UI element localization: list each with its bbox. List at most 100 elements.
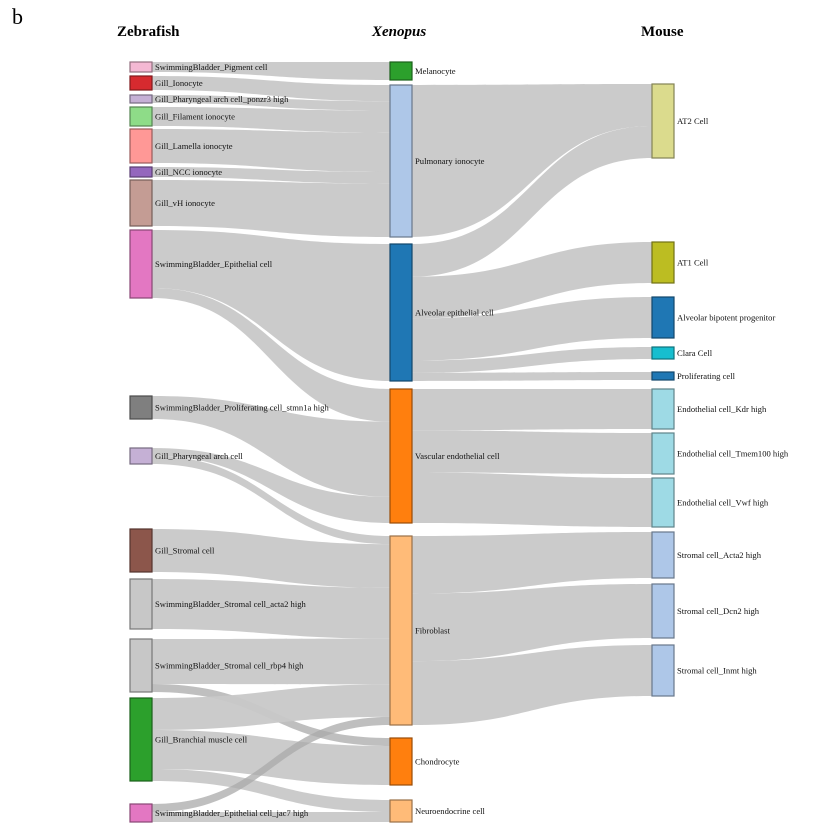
node-label-zf_sb_prolif: SwimmingBladder_Proliferating cell_stmn1… [155,403,329,413]
panel-letter: b [12,4,23,29]
node-mm_endo_vwf [651,477,675,528]
node-xe_pulmonary [389,84,413,238]
node-label-mm_clara: Clara Cell [677,348,713,358]
node-label-xe_pulmonary: Pulmonary ionocyte [415,156,485,166]
node-label-zf_stromal: Gill_Stromal cell [155,546,215,556]
node-label-mm_str_dcn2: Stromal cell_Dcn2 high [677,606,760,616]
node-label-mm_bipotent: Alveolar bipotent progenitor [677,313,775,323]
node-label-zf_vh: Gill_vH ionocyte [155,198,215,208]
node-label-zf_sb_rbp4: SwimmingBladder_Stromal cell_rbp4 high [155,661,304,671]
flow-link-zf_pigment-to-xe_melanocyte [152,62,390,80]
node-mm_bipotent [651,296,675,339]
flow-link-xe_pulmonary-to-mm_at2 [412,84,652,237]
node-mm_str_inmt [651,644,675,697]
node-label-mm_endo_kdr: Endothelial cell_Kdr high [677,404,767,414]
flow-link-xe_fibroblast-to-mm_str_acta2 [412,532,652,594]
flow-link-zf_sb_jac7-to-xe_fibroblast [152,716,390,812]
flow-link-zf_filament-to-xe_pulmonary [152,107,390,133]
node-zf_sb_epi [129,229,153,299]
node-mm_endo_tmem100 [651,432,675,475]
node-label-zf_sb_jac7: SwimmingBladder_Epithelial cell_jac7 hig… [155,808,309,818]
node-xe_alveolar [389,243,413,382]
node-label-xe_alveolar: Alveolar epithelial cell [415,308,494,318]
flow-link-zf_branchial-to-xe_neuroendo [152,769,390,812]
flow-link-zf_ionocyte-to-xe_pulmonary [152,76,390,102]
node-label-xe_vascular: Vascular endothelial cell [415,451,500,461]
flow-link-zf_vh-to-xe_pulmonary [152,180,390,237]
node-mm_endo_kdr [651,388,675,430]
node-zf_lamella [129,128,153,164]
node-label-mm_str_inmt: Stromal cell_Inmt high [677,666,757,676]
flow-link-zf_sb_jac7-to-xe_neuroendo [152,812,390,822]
flow-link-xe_alveolar-to-mm_at2 [412,126,652,277]
node-mm_str_dcn2 [651,583,675,639]
node-zf_filament [129,106,153,127]
flow-link-xe_fibroblast-to-mm_str_inmt [412,645,652,725]
node-label-zf_branchial: Gill_Branchial muscle cell [155,735,248,745]
flow-link-zf_stromal-to-xe_fibroblast [152,529,390,588]
node-zf_vh [129,179,153,227]
flow-link-zf_sb_epi-to-xe_vascular [152,288,390,422]
node-mm_clara [651,346,675,360]
flow-link-zf_sb_prolif-to-xe_vascular [152,396,390,497]
node-xe_chondrocyte [389,737,413,786]
flow-link-zf_ncc-to-xe_pulmonary [152,167,390,184]
flow-link-zf_phar-to-xe_vascular [152,448,390,523]
node-zf_ionocyte [129,75,153,91]
node-mm_str_acta2 [651,531,675,579]
node-label-mm_endo_tmem100: Endothelial cell_Tmem100 high [677,449,789,459]
node-label-zf_sb_epi: SwimmingBladder_Epithelial cell [155,259,273,269]
links-layer [152,62,652,822]
node-xe_vascular [389,388,413,524]
flow-link-zf_phar-to-xe_fibroblast [152,456,390,545]
flow-link-xe_alveolar-to-mm_prolif [412,372,652,381]
node-label-zf_filament: Gill_Filament ionocyte [155,112,235,122]
node-label-mm_at1: AT1 Cell [677,258,709,268]
node-xe_neuroendo [389,799,413,823]
node-xe_melanocyte [389,61,413,81]
node-zf_stromal [129,528,153,573]
node-mm_at1 [651,241,675,284]
node-label-mm_endo_vwf: Endothelial cell_Vwf high [677,498,769,508]
flow-link-zf_branchial-to-xe_fibroblast [152,684,390,730]
node-zf_sb_rbp4 [129,638,153,693]
node-mm_prolif [651,371,675,381]
node-zf_ncc [129,166,153,178]
node-label-zf_phar: Gill_Pharyngeal arch cell [155,451,243,461]
flow-link-xe_alveolar-to-mm_at1 [412,242,652,319]
column-title-xenopus: Xenopus [372,24,427,40]
node-label-zf_ncc: Gill_NCC ionocyte [155,167,222,177]
node-label-zf_lamella: Gill_Lamella ionocyte [155,141,233,151]
flow-link-zf_sb_acta2-to-xe_fibroblast [152,579,390,639]
flow-link-zf_phar_ponzr3-to-xe_pulmonary [152,95,390,111]
node-zf_pigment [129,61,153,73]
node-label-zf_ionocyte: Gill_Ionocyte [155,78,203,88]
node-label-zf_pigment: SwimmingBladder_Pigment cell [155,62,268,72]
flow-link-xe_alveolar-to-mm_bipotent [412,297,652,361]
node-zf_phar [129,447,153,465]
node-zf_sb_prolif [129,395,153,420]
node-label-zf_phar_ponzr3: Gill_Pharyngeal arch cell_ponzr3 high [155,94,289,104]
node-label-xe_melanocyte: Melanocyte [415,66,456,76]
node-xe_fibroblast [389,535,413,726]
node-zf_branchial [129,697,153,782]
flow-link-xe_vascular-to-mm_endo_vwf [412,472,652,527]
flow-link-xe_fibroblast-to-mm_str_dcn2 [412,584,652,662]
node-label-xe_chondrocyte: Chondrocyte [415,757,460,767]
node-zf_phar_ponzr3 [129,94,153,104]
column-title-mouse: Mouse [641,24,684,40]
node-label-mm_at2: AT2 Cell [677,116,709,126]
labels-layer: SwimmingBladder_Pigment cellGill_Ionocyt… [155,62,789,818]
node-zf_sb_jac7 [129,803,153,823]
node-zf_sb_acta2 [129,578,153,630]
flow-link-zf_branchial-to-xe_chondrocyte [152,730,390,785]
nodes-layer [129,61,675,823]
flow-link-zf_sb_epi-to-xe_alveolar [152,230,390,381]
column-title-zebrafish: Zebrafish [117,24,180,40]
node-label-xe_neuroendo: Neuroendocrine cell [415,806,486,816]
flow-link-xe_vascular-to-mm_endo_tmem100 [412,430,652,474]
flow-link-xe_vascular-to-mm_endo_kdr [412,389,652,431]
node-label-xe_fibroblast: Fibroblast [415,626,450,636]
flow-link-xe_alveolar-to-mm_clara [412,347,652,373]
